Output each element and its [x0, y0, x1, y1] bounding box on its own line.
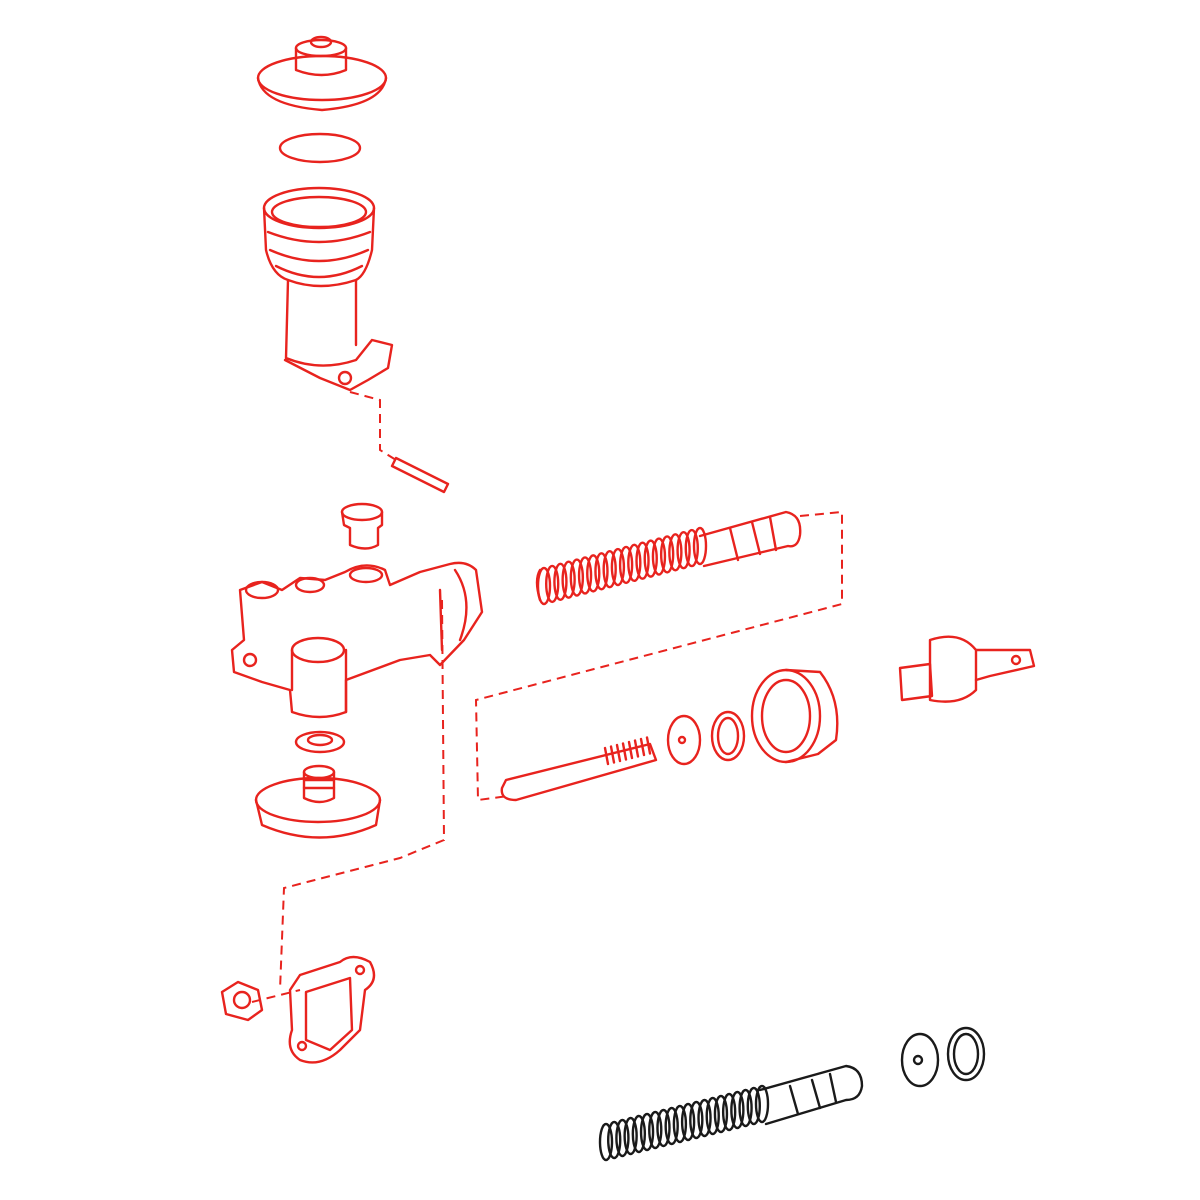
spring-coil — [536, 566, 552, 606]
grommet — [340, 502, 384, 550]
spring-coil — [561, 560, 576, 599]
spring-coil — [639, 1112, 655, 1152]
spring-coil — [602, 549, 617, 589]
guide-line — [474, 510, 843, 802]
thread-line — [603, 746, 610, 766]
snap-ring-black — [946, 1026, 986, 1082]
spring-coil — [754, 1084, 770, 1124]
spring-coil — [615, 1118, 630, 1158]
spring-coil — [746, 1086, 761, 1126]
master-cylinder-body — [230, 561, 484, 719]
thread-line — [627, 740, 634, 760]
thread-line — [609, 745, 616, 764]
reservoir-tank — [262, 186, 394, 392]
spring-coil — [569, 558, 585, 597]
spring-coil — [721, 1092, 737, 1132]
spring-coil — [659, 535, 675, 574]
spring-coil — [643, 539, 658, 578]
union-plug — [254, 764, 382, 839]
clevis — [898, 635, 1036, 703]
washer-black — [900, 1032, 940, 1088]
piston-spring-assembly — [535, 510, 802, 606]
push-rod — [500, 736, 658, 802]
spring-coil — [607, 1120, 622, 1160]
reservoir-cap — [256, 35, 388, 112]
spring-coil — [656, 1108, 671, 1148]
spring-coil — [684, 528, 699, 568]
thread-line — [633, 739, 640, 758]
spring-coil — [668, 533, 683, 572]
nut — [220, 980, 264, 1022]
spring-coil — [672, 1104, 688, 1144]
spring-coil — [680, 1102, 696, 1142]
spring-coil — [627, 543, 642, 583]
spring-coil — [676, 531, 691, 570]
guide-line — [349, 391, 397, 461]
spring-coil — [651, 537, 667, 576]
spring-coil — [623, 1116, 638, 1156]
snap-ring — [710, 710, 746, 762]
guide-line — [279, 599, 446, 991]
spring-coil — [730, 1090, 745, 1130]
spring-coil — [598, 1122, 614, 1162]
spring-coil — [553, 562, 568, 601]
spring-coil — [545, 564, 560, 604]
spring-coil — [618, 545, 634, 585]
gasket-flange — [288, 955, 376, 1064]
spring-coil — [594, 552, 609, 591]
spring-coil — [692, 526, 708, 566]
spring-coil — [648, 1110, 663, 1150]
boot — [750, 668, 839, 764]
spring-coil — [635, 541, 650, 580]
thread-line — [621, 742, 628, 761]
spring-coil — [664, 1106, 679, 1146]
spring-coil — [631, 1114, 647, 1154]
washer — [666, 714, 702, 766]
spring-coil — [586, 554, 601, 593]
spring-coil — [738, 1088, 753, 1128]
thread-line — [639, 737, 646, 757]
pin — [390, 456, 450, 494]
thread-line — [615, 743, 622, 763]
spring-coil — [610, 547, 626, 587]
spring-coil — [713, 1094, 729, 1134]
spring-coil — [689, 1100, 704, 1140]
spring-coil — [577, 556, 593, 595]
reservoir-gasket — [278, 132, 362, 164]
spring-coil — [705, 1096, 720, 1136]
spring-coil — [697, 1098, 712, 1138]
washer-small — [294, 730, 346, 754]
thread-line — [645, 736, 652, 755]
spring-black-assembly — [598, 1064, 864, 1162]
